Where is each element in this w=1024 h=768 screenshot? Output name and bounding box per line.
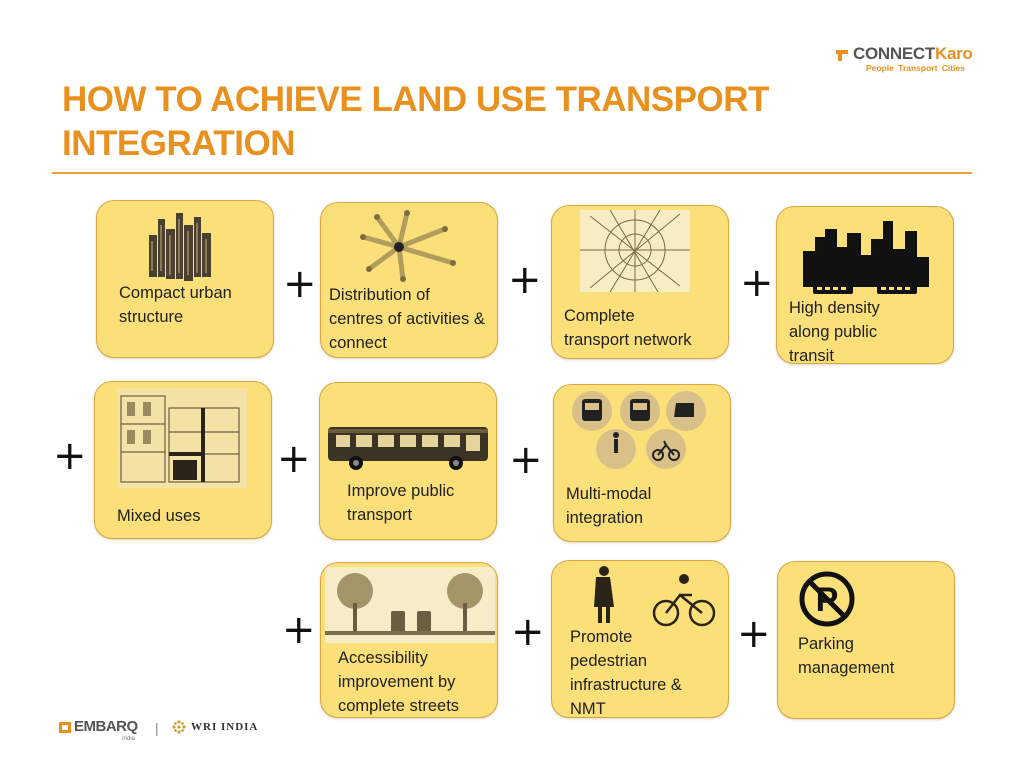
page-title: HOW TO ACHIEVE LAND USE TRANSPORT INTEGR… (62, 80, 769, 163)
card-multi-modal-integration: Multi-modal integration (553, 384, 731, 542)
embarq-name: EMBARQ (74, 718, 138, 735)
card-label: Compact urban structure (119, 284, 232, 326)
plus-sign: + (283, 261, 317, 307)
connectkaro-tagline: People Transport Cities (866, 63, 965, 73)
embarq-mark-icon (59, 722, 71, 733)
card-label: Mixed uses (117, 507, 201, 525)
card-label: Parking management (798, 635, 895, 677)
wri-name: WRI INDIA (191, 721, 259, 733)
connectkaro-logo: CONNECTKaro People Transport Cities (834, 44, 984, 74)
connectkaro-name: CONNECTKaro (853, 44, 973, 63)
card-compact-urban-structure: Compact urban structure (96, 200, 274, 358)
card-complete-transport-network: Complete transport network (551, 205, 729, 359)
dense-city-icon (149, 213, 211, 281)
plus-sign: + (508, 257, 542, 303)
card-label: High density along public transit (789, 299, 880, 364)
plus-sign: + (53, 433, 87, 479)
plus-sign: + (509, 437, 543, 483)
network-nodes-icon (360, 210, 456, 282)
card-label: Distribution of centres of activities & … (329, 286, 485, 352)
embarq-logo: EMBARQ India (58, 718, 168, 748)
card-accessibility-improvement: Accessibility improvement by complete st… (320, 562, 498, 718)
plus-sign: + (277, 436, 311, 482)
plus-sign: + (282, 607, 316, 653)
transport-modes-icon (572, 391, 706, 469)
plus-sign: + (737, 611, 771, 657)
embarq-subtitle: India (122, 736, 136, 742)
card-high-density-transit: High density along public transit (776, 206, 954, 364)
card-parking-management: P Parking management (777, 561, 955, 719)
card-label: Improve public transport (347, 482, 455, 524)
wri-mark-icon (172, 720, 186, 734)
card-label: Accessibility improvement by complete st… (338, 649, 460, 715)
card-promote-pedestrian: Promote pedestrian infrastructure & NMT (551, 560, 729, 718)
plus-sign: + (740, 260, 774, 306)
card-distribution-of-centres: Distribution of centres of activities & … (320, 202, 498, 358)
title-divider (52, 172, 972, 174)
connectkaro-mark-icon (836, 50, 848, 61)
street-map-icon (580, 210, 690, 292)
card-improve-public-transport: Improve public transport (319, 382, 497, 540)
no-parking-icon: P (799, 571, 855, 627)
card-label: Multi-modal integration (566, 485, 652, 527)
bus-icon (328, 427, 488, 470)
skyline-transit-icon (803, 221, 929, 294)
street-section-icon (325, 567, 495, 643)
pedestrian-cyclist-icon (594, 566, 716, 627)
card-mixed-uses: Mixed uses (94, 381, 272, 539)
footer-separator: | (155, 720, 159, 736)
card-label: Promote pedestrian infrastructure & NMT (570, 628, 682, 718)
card-label: Complete transport network (564, 307, 692, 349)
mixed-use-building-icon (117, 388, 247, 488)
plus-sign: + (511, 609, 545, 655)
